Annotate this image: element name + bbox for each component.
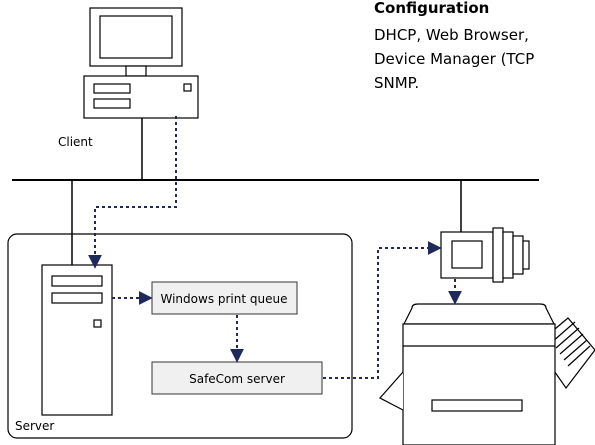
safecom-server-box	[151, 361, 323, 395]
client-label: Client	[58, 135, 93, 149]
server-label: Server	[15, 419, 54, 433]
config-line-3: SNMP.	[374, 74, 419, 92]
config-heading: Configuration	[374, 0, 489, 17]
print-server-device-icon	[440, 227, 530, 283]
print-queue-label: Windows print queue	[161, 292, 288, 306]
server-group-frame	[7, 233, 353, 439]
config-line-2: Device Manager (TCP	[374, 50, 534, 68]
client-to-server-link	[88, 116, 177, 269]
config-line-1: DHCP, Web Browser,	[374, 26, 529, 44]
printer-icon	[379, 303, 595, 445]
safecom-server-label: SafeCom server	[189, 372, 285, 386]
client-computer-icon	[83, 7, 199, 119]
safecom-to-device-link	[323, 241, 442, 379]
print-queue-box	[151, 281, 298, 315]
server-tower-icon	[41, 264, 113, 416]
